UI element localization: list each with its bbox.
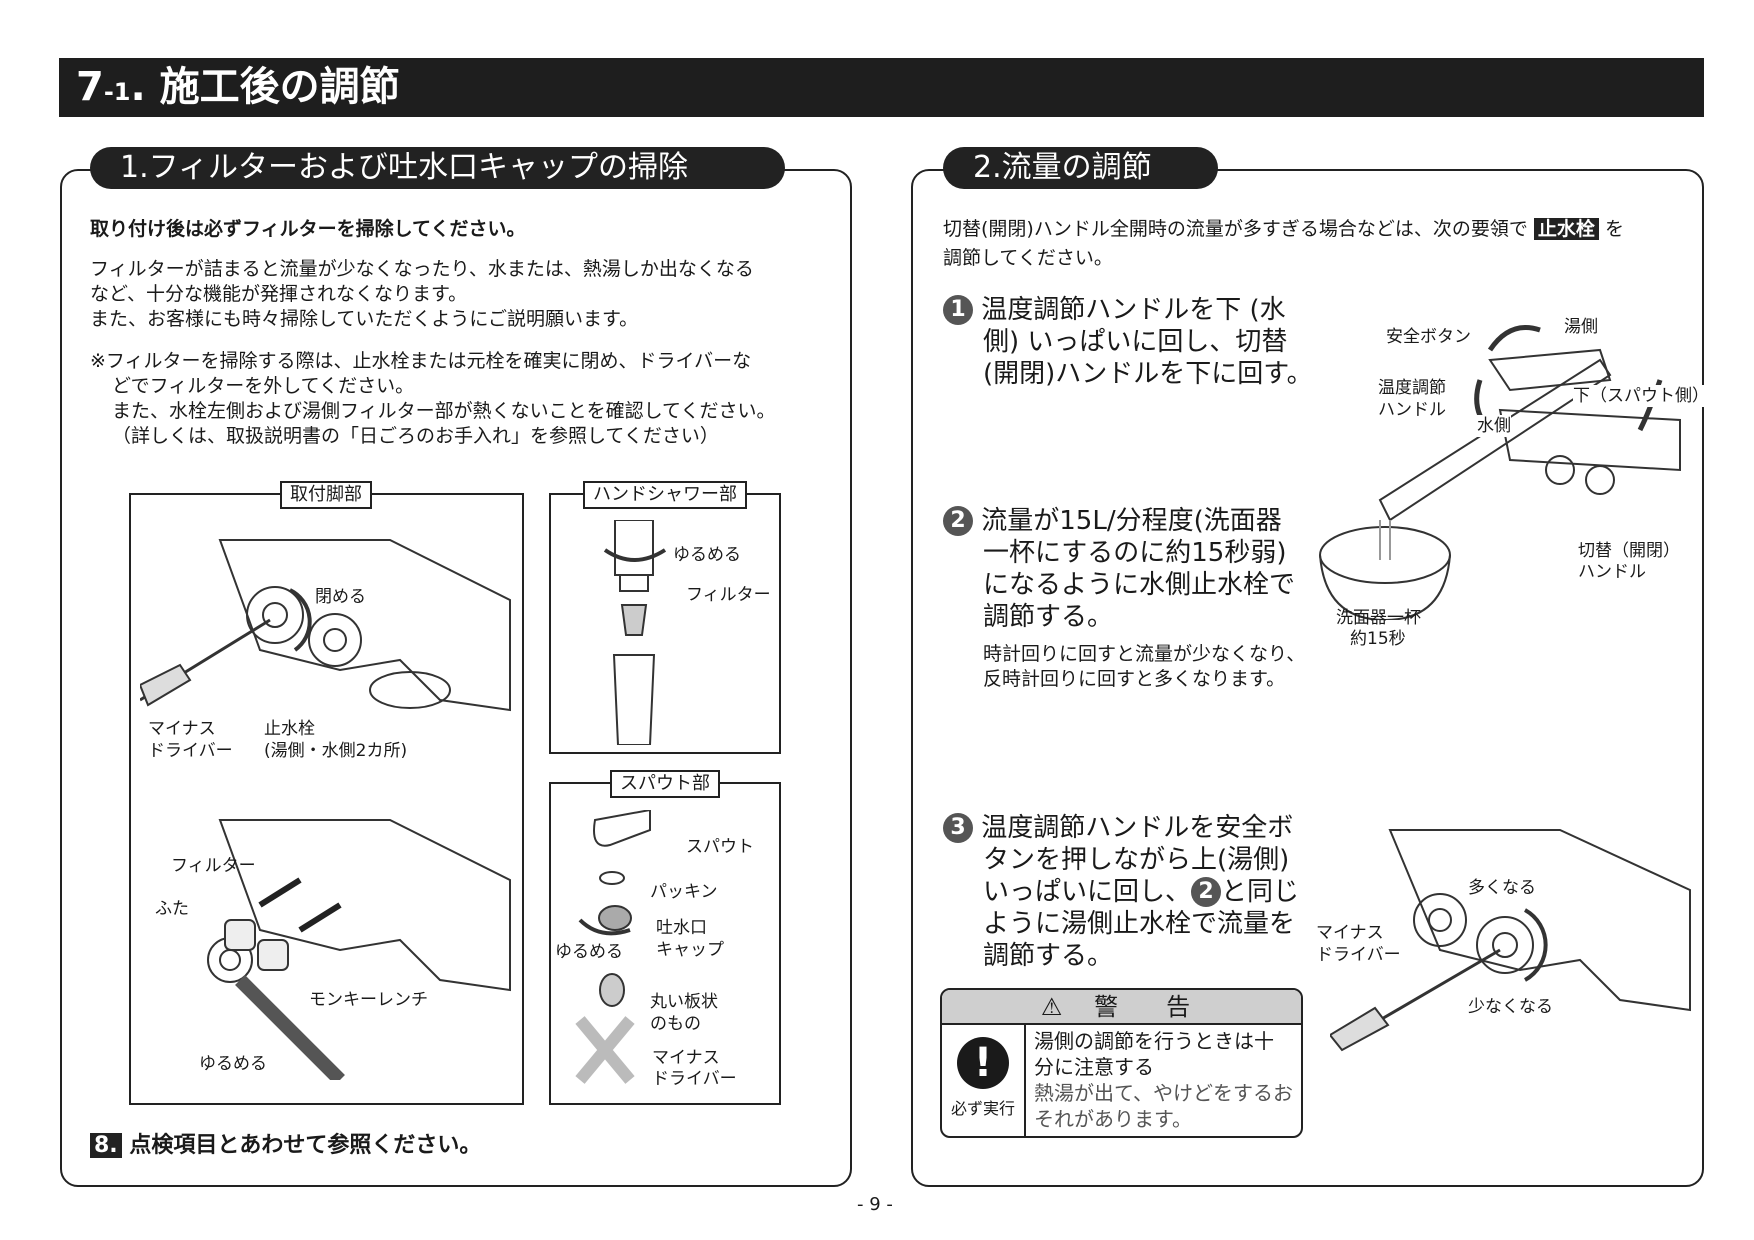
right-panel-title: 2.流量の調節	[943, 147, 1218, 189]
right-panel	[911, 169, 1704, 1187]
section-ref-badge: 8.	[90, 1133, 122, 1158]
reference-text: 点検項目とあわせて参照ください。	[129, 1133, 482, 1158]
less-label: 少なくなる	[1468, 996, 1553, 1018]
section-header-bar	[59, 58, 1704, 117]
basin-label: 洗面器一杯	[1336, 608, 1421, 628]
filter-label: フィルター	[686, 585, 771, 605]
note-line: （詳しくは、取扱説明書の「日ごろのお手入れ」を参照してください）	[112, 425, 719, 447]
para-line: また、お客様にも時々掃除していただくようにご説明願います。	[90, 308, 639, 330]
switch-handle-label: 切替（開閉）	[1578, 541, 1680, 561]
warning-triangle-icon: ⚠	[1040, 993, 1075, 1021]
step-2: 2 流量が15L/分程度(洗面器 一杯にするのに約15秒弱) になるように水側止…	[943, 505, 1295, 633]
intro-text: 切替(開閉)ハンドル全開時の流量が多すぎる場合などは、次の要領で 止水栓 を	[943, 218, 1624, 240]
aerator-cap-label: キャップ	[656, 940, 724, 960]
valve-label: (湯側・水側2カ所)	[264, 741, 408, 761]
close-label: 閉める	[315, 586, 366, 608]
loosen-label: ゆるめる	[199, 1054, 267, 1074]
step-2-note: 反時計回りに回すと多くなります。	[983, 668, 1286, 690]
driver-label: マイナス	[652, 1048, 720, 1068]
temp-handle-label: 温度調節	[1378, 377, 1446, 399]
loosen-label: ゆるめる	[555, 942, 623, 962]
driver-label: マイナス	[1316, 923, 1384, 943]
section-title: 7-1. 施工後の調節	[76, 64, 400, 110]
note-line: どでフィルターを外してください。	[112, 375, 415, 397]
note-line: ※フィルターを掃除する際は、止水栓または元栓を確実に閉め、ドライバーな	[90, 350, 752, 372]
hand-shower-figure-label: ハンドシャワー部	[583, 481, 747, 509]
faucet-flow-illustration	[1319, 325, 1681, 620]
more-label: 多くなる	[1468, 877, 1536, 899]
disc-label: 丸い板状	[650, 992, 718, 1012]
reference-note: 8. 点検項目とあわせて参照ください。	[90, 1131, 481, 1161]
cap-label: ふた	[155, 899, 189, 919]
cold-side-label: 水側	[1477, 415, 1511, 437]
mount-figure-label: 取付脚部	[280, 481, 372, 509]
driver-label: ドライバー	[652, 1069, 737, 1089]
step-1: 1 温度調節ハンドルを下 (水 側) いっぱいに回し、切替 (開閉)ハンドルを下…	[943, 294, 1313, 390]
para-line: フィルターが詰まると流量が少なくなったり、水または、熱湯しか出なくなる	[90, 258, 754, 280]
packing-label: パッキン	[650, 882, 718, 902]
aerator-cap-label: 吐水口	[656, 918, 707, 938]
exclamation-icon: !	[957, 1037, 1009, 1089]
driver-label: マイナス	[148, 719, 216, 739]
hot-valve-adjust-illustration	[1330, 829, 1691, 1052]
step-2-note: 時計回りに回すと流量が少なくなり、	[983, 643, 1306, 665]
spout-label: スパウト	[686, 837, 754, 857]
loosen-label: ゆるめる	[673, 545, 741, 565]
page-number: - 9 -	[857, 1194, 893, 1215]
para-line: など、十分な機能が発揮されなくなります。	[90, 283, 468, 305]
hot-side-label: 湯側	[1564, 317, 1598, 337]
warning-box: ⚠ 警 告 ! 必ず実行 湯側の調節を行うときは十分に注意する 熱湯が出て、やけ…	[940, 988, 1303, 1138]
faucet-mount-illustration	[140, 539, 511, 1080]
warning-header: ⚠ 警 告	[942, 990, 1301, 1025]
basin-label: 約15秒	[1350, 629, 1406, 649]
mandatory-badge: ! 必ず実行	[942, 1025, 1026, 1136]
safety-button-label: 安全ボタン	[1386, 326, 1471, 348]
note-line: また、水栓左側および湯側フィルター部が熱くないことを確認してください。	[112, 400, 776, 422]
hand-shower-illustration	[603, 520, 667, 745]
spout-parts-illustration	[575, 810, 651, 1084]
disc-label: のもの	[650, 1014, 701, 1034]
left-panel-title: 1.フィルターおよび吐水口キャップの掃除	[90, 147, 785, 189]
temp-handle-label: ハンドル	[1378, 399, 1446, 421]
driver-label: ドライバー	[1316, 945, 1401, 965]
spout-side-label: 下（スパウト側）	[1573, 385, 1709, 407]
valve-label: 止水栓	[264, 719, 315, 739]
filter-label: フィルター	[171, 856, 256, 876]
driver-label: ドライバー	[148, 741, 233, 761]
spout-figure-label: スパウト部	[610, 770, 720, 798]
warning-main: 湯側の調節を行うときは十分に注意する 熱湯が出て、やけどをするおそれがあります。	[1034, 1029, 1293, 1131]
lead-text: 取り付け後は必ずフィルターを掃除してください。	[90, 218, 526, 240]
intro-text: 調節してください。	[943, 247, 1113, 269]
wrench-label: モンキーレンチ	[309, 990, 428, 1010]
switch-handle-label: ハンドル	[1578, 562, 1646, 582]
